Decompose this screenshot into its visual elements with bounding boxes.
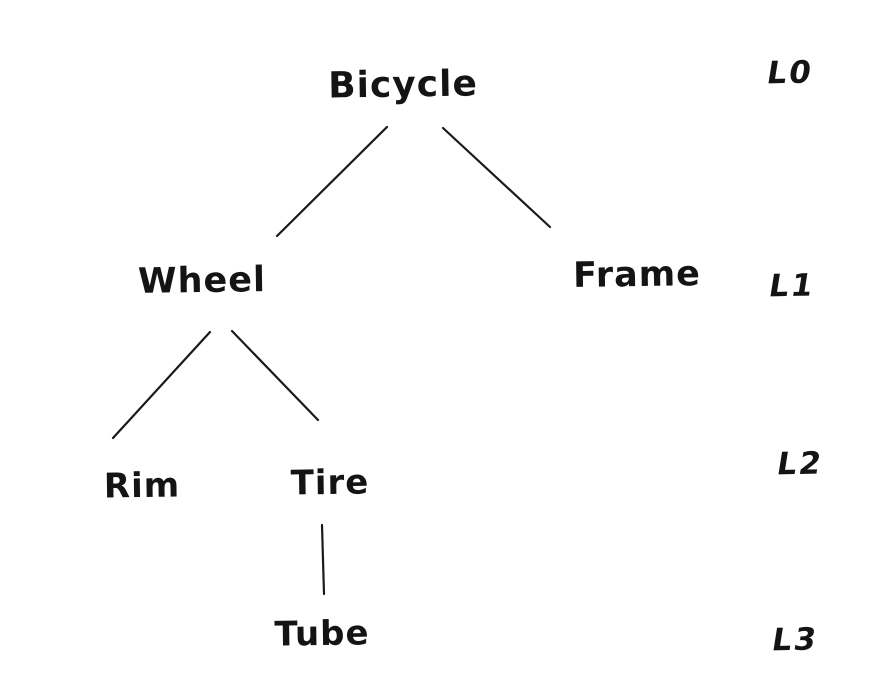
level-label-l1: L1	[766, 267, 818, 305]
node-label-frame: Frame	[572, 254, 702, 296]
edge-bicycle-wheel	[275, 125, 389, 238]
edge-bicycle-frame	[441, 126, 552, 229]
level-label-l3: L3	[769, 621, 821, 659]
node-label-bicycle: Bicycle	[327, 63, 479, 107]
level-label-l2: L2	[774, 445, 826, 483]
edge-tire-tube	[320, 523, 326, 596]
node-label-tube: Tube	[274, 613, 370, 655]
level-label-l0: L0	[764, 54, 816, 92]
edge-wheel-tire	[230, 329, 320, 422]
node-label-tire: Tire	[290, 462, 370, 504]
node-label-rim: Rim	[103, 465, 181, 507]
edge-wheel-rim	[111, 330, 212, 440]
node-label-wheel: Wheel	[137, 260, 267, 302]
